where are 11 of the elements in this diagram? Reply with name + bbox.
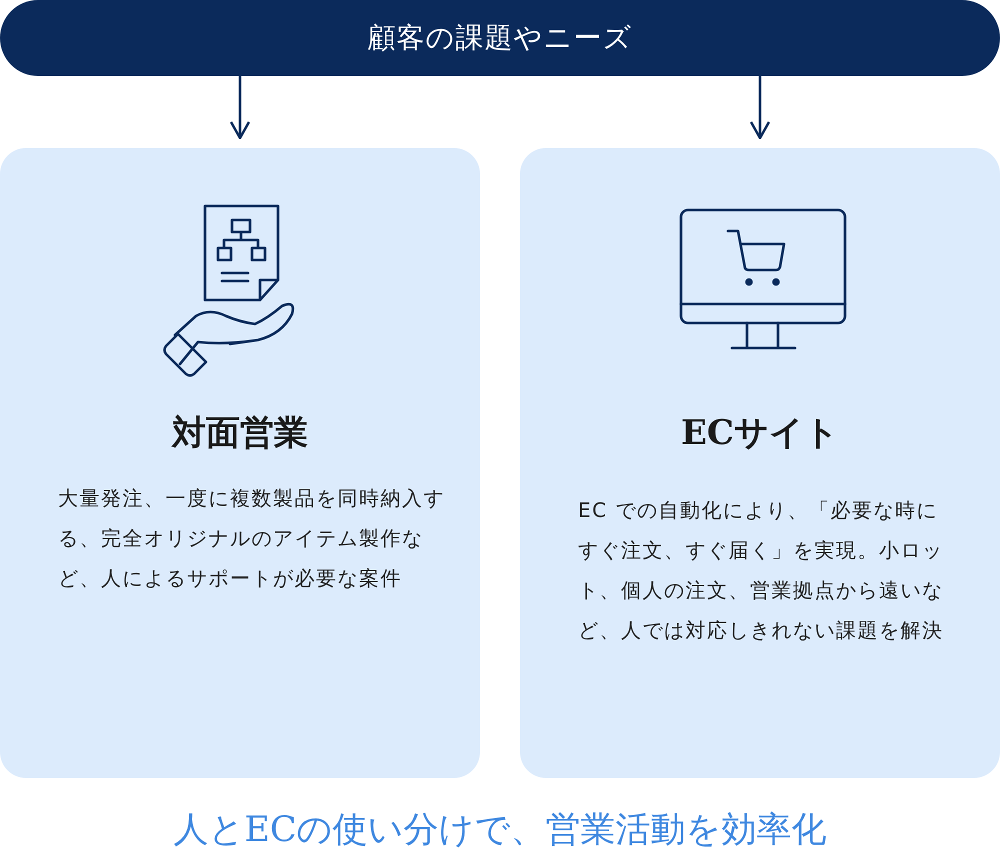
header-banner (0, 0, 1000, 76)
arrow (750, 76, 770, 140)
card-description: 大量発注、一度に複数製品を同時納入する、完全オリジナルのアイテム製作など、人によるサポートが必要な案件 (58, 485, 446, 592)
caption: 人とECの使い分けで、営業活動を効率化 (172, 809, 828, 852)
banner-title: 顧客の課題やニーズ (368, 20, 632, 56)
category-card (0, 148, 480, 778)
arrow (230, 76, 250, 140)
card-description: EC での自動化により、「必要な時にすぐ注文、すぐ届く」を実現。小ロット、個人の注文、営業拠点から遠いなど、人では対応しきれない課題を解決 (578, 497, 944, 644)
category-card (520, 148, 1000, 778)
card-heading: ECサイト (680, 412, 840, 455)
card-heading: 対面営業 (170, 412, 309, 455)
